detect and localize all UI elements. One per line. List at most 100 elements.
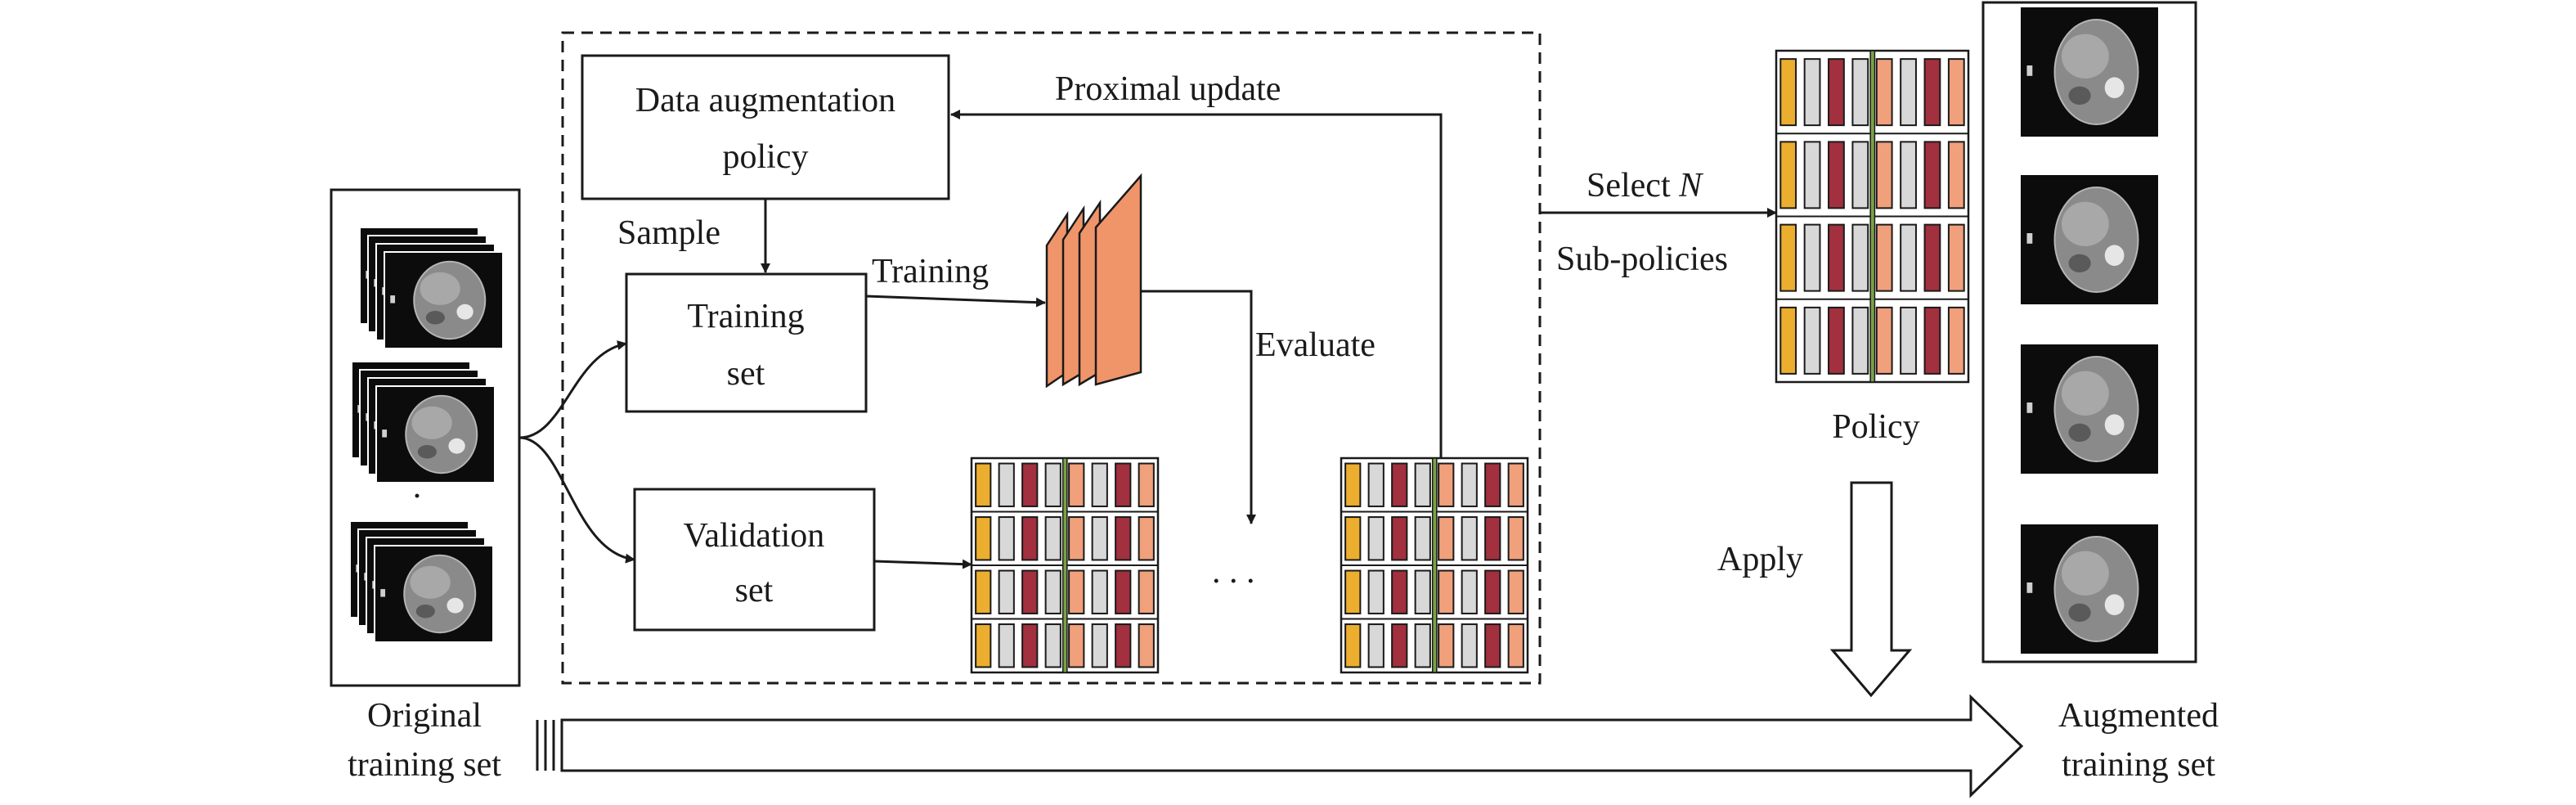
grid-cell	[1828, 141, 1845, 209]
ct-organ	[411, 406, 452, 439]
grid-cell	[1344, 516, 1362, 561]
proximal-update-arrow	[950, 110, 1443, 458]
grid-cell	[1438, 569, 1455, 614]
grid-cell	[1367, 569, 1384, 614]
proximal-update-label: Proximal update	[1055, 70, 1281, 108]
ct-organ	[2062, 551, 2109, 596]
image-stack	[351, 361, 496, 483]
network-stack	[1045, 173, 1142, 389]
grid-cell	[1484, 569, 1501, 614]
ct-dark-spot	[425, 310, 445, 325]
grid-cell	[1851, 58, 1869, 127]
ct-dark-spot	[2068, 423, 2091, 442]
grid-cell	[1115, 569, 1132, 614]
ct-marker	[390, 295, 396, 304]
grid-cell	[1484, 623, 1501, 668]
grid-cell	[1068, 462, 1085, 507]
augmented-label-2: training set	[2062, 746, 2215, 784]
fork-arrow-training	[518, 340, 627, 439]
grid-cell	[1438, 623, 1455, 668]
grid-cell	[975, 623, 992, 668]
grid-cell	[1115, 623, 1132, 668]
grid-cell	[1507, 516, 1524, 561]
grid-cell	[998, 623, 1015, 668]
grid-cell	[1779, 58, 1797, 127]
image-stack	[359, 227, 504, 349]
ct-marker	[2026, 65, 2033, 76]
grid-cell	[1923, 306, 1941, 375]
ct-organ	[2062, 201, 2109, 246]
grid-cell	[1900, 58, 1917, 127]
grid-cell	[1779, 141, 1797, 209]
search-loop-frame	[561, 31, 1542, 685]
grid-cell	[1484, 516, 1501, 561]
grid-cell	[1851, 141, 1869, 209]
augmentation-policy-box	[581, 54, 950, 200]
original-dot: ·	[411, 478, 423, 515]
validation-set-box	[633, 488, 876, 632]
grid-cell	[1900, 141, 1917, 209]
ct-organ	[410, 565, 451, 599]
grid-cell	[1484, 462, 1501, 507]
grid-cell	[1044, 569, 1061, 614]
grid-cell	[1507, 462, 1524, 507]
grid-cell	[1068, 569, 1085, 614]
grid-cell	[1803, 58, 1821, 127]
ct-marker	[382, 429, 388, 438]
grid-cell	[1021, 516, 1039, 561]
grid-cell	[1138, 623, 1155, 668]
grid-cell	[975, 569, 992, 614]
grid-cell	[1828, 58, 1845, 127]
grid-cell	[1875, 141, 1893, 209]
grid-cell	[975, 462, 992, 507]
grid-cell	[1044, 516, 1061, 561]
training-arrow	[865, 295, 1046, 308]
ct-dark-spot	[2068, 254, 2091, 272]
image-stack	[349, 520, 494, 643]
grid-cell	[1414, 516, 1431, 561]
grid-selected-column	[1431, 457, 1438, 673]
grid-selected-column	[1869, 50, 1876, 383]
grid-cell	[1344, 462, 1362, 507]
grid-cell	[1507, 569, 1524, 614]
grid-cell	[1851, 223, 1869, 292]
grid-cell	[1414, 623, 1431, 668]
apply-label: Apply	[1717, 541, 1803, 578]
grid-cell	[1461, 462, 1478, 507]
grid-cell	[1021, 569, 1039, 614]
grid-cell	[1367, 516, 1384, 561]
evaluate-arrow	[1141, 290, 1256, 524]
grid-cell	[1923, 223, 1941, 292]
grid-selected-column	[1061, 457, 1068, 673]
ct-dark-spot	[415, 604, 435, 618]
select-n: N	[1678, 167, 1703, 205]
grid-cell	[1507, 623, 1524, 668]
grid-cell	[1947, 306, 1965, 375]
ct-bright-spot	[448, 438, 465, 454]
grid-cell	[1923, 141, 1941, 209]
grid-cell	[1391, 516, 1408, 561]
grid-cell	[1900, 223, 1917, 292]
ct-organ	[420, 272, 460, 305]
grid-cell	[1803, 141, 1821, 209]
grid-cell	[1947, 223, 1965, 292]
ct-marker	[2026, 402, 2033, 413]
policy-grid-validation	[970, 456, 1160, 674]
augmented-label-1: Augmented	[2058, 697, 2219, 735]
grid-cell	[1367, 623, 1384, 668]
grid-cell	[1091, 569, 1108, 614]
grid-cell	[1391, 462, 1408, 507]
validation-set-label-1: Validation	[684, 517, 825, 555]
grid-cell	[1044, 462, 1061, 507]
grid-cell	[1900, 306, 1917, 375]
grid-cell	[1367, 462, 1384, 507]
grid-cell	[1138, 462, 1155, 507]
policy-grid-evaluated	[1340, 456, 1529, 674]
ct-dark-spot	[2068, 86, 2091, 105]
select-label: Select N	[1586, 167, 1703, 205]
ct-bright-spot	[2104, 414, 2125, 435]
ct-bright-spot	[447, 597, 464, 614]
grid-cell	[1391, 569, 1408, 614]
